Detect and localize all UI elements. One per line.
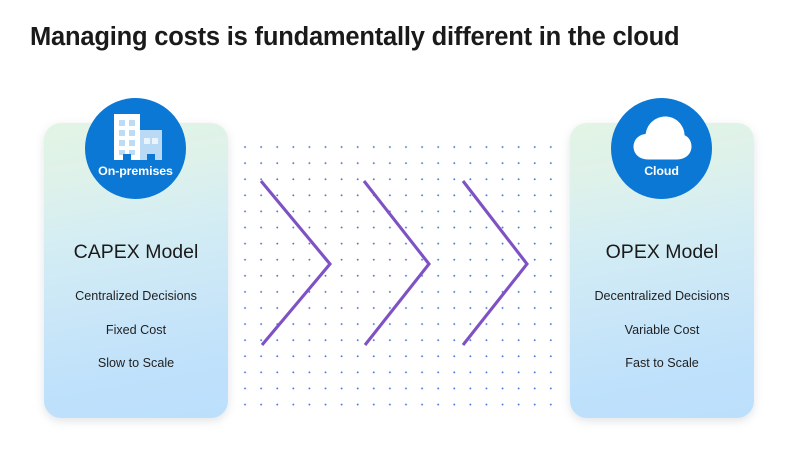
- list-item: Variable Cost: [624, 322, 700, 337]
- building-icon: [85, 109, 186, 167]
- list-item: Centralized Decisions: [75, 289, 197, 303]
- list-item: Fixed Cost: [105, 322, 167, 337]
- list-item: Slow to Scale: [97, 356, 175, 371]
- list-item: Fast to Scale: [625, 356, 699, 371]
- card-bullets-opex: Decentralized Decisions Variable Cost Fa…: [570, 290, 754, 370]
- card-bullets-capex: Centralized Decisions Fixed Cost Slow to…: [44, 290, 228, 370]
- badge-cloud[interactable]: Cloud: [611, 98, 712, 199]
- badge-label-cloud: Cloud: [644, 164, 679, 178]
- cloud-icon: [611, 109, 712, 167]
- page-title: Managing costs is fundamentally differen…: [30, 23, 680, 51]
- card-title-opex: OPEX Model: [605, 241, 719, 263]
- badge-label-on-premises: On-premises: [98, 164, 173, 178]
- card-title-capex: CAPEX Model: [73, 241, 199, 263]
- badge-on-premises[interactable]: On-premises: [85, 98, 186, 199]
- dot-grid-pattern: [236, 138, 562, 412]
- list-item: Decentralized Decisions: [594, 289, 730, 303]
